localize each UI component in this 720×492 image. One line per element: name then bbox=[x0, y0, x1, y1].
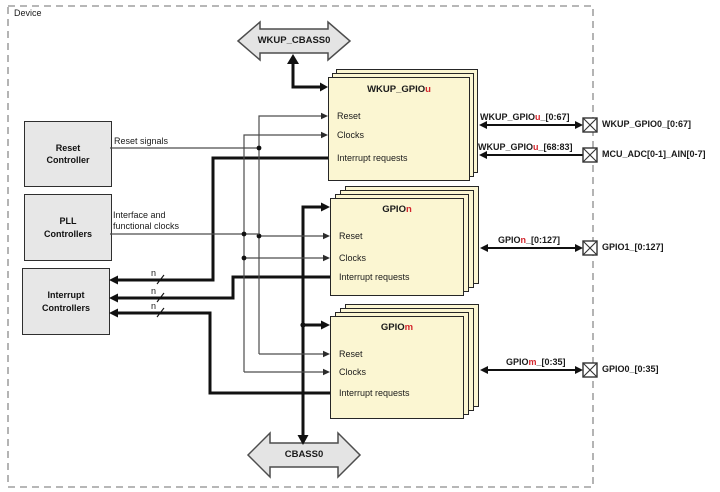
net-interrupt-requests bbox=[118, 156, 330, 395]
wkup-clocks-input-label: Clocks bbox=[337, 130, 365, 140]
bus-width-label: n bbox=[151, 286, 157, 296]
arrowhead-right-icon bbox=[321, 320, 330, 330]
pin-arrows bbox=[487, 124, 583, 371]
arrowhead-right-icon bbox=[575, 244, 583, 252]
reset-signals-label: Reset signals bbox=[114, 136, 169, 146]
junction-dot bbox=[241, 231, 247, 237]
arrowhead-right-icon bbox=[575, 121, 583, 129]
junction-dot bbox=[241, 255, 247, 261]
arrowhead-right-icon bbox=[575, 366, 583, 374]
arrowhead-right-icon bbox=[320, 82, 328, 92]
gpiom-io-signal-label: GPIOm_[0:35] bbox=[506, 357, 566, 367]
pin-label-gpio0: GPIO0_[0:35] bbox=[602, 364, 659, 374]
arrowhead-right-icon bbox=[321, 202, 330, 212]
arrowhead-right-icon bbox=[323, 368, 330, 376]
functional-clocks-label: Interface and functional clocks bbox=[113, 210, 180, 231]
arrowhead-left-icon bbox=[109, 308, 118, 318]
bus-width-label: n bbox=[151, 268, 157, 278]
gpiom-irq-output-label: Interrupt requests bbox=[339, 388, 410, 398]
device-label: Device bbox=[14, 8, 42, 18]
wkup-gpio-io-signal-label: WKUP_GPIOu_[0:67] bbox=[480, 112, 570, 122]
xbox-icon bbox=[582, 147, 598, 163]
gpiom-block: GPIOm Reset Clocks Interrupt requests bbox=[330, 316, 464, 419]
gpion-reset-input-label: Reset bbox=[339, 231, 363, 241]
arrowhead-right-icon bbox=[323, 254, 330, 262]
gpion-title: GPIOn bbox=[382, 204, 412, 215]
bus-width-label: n bbox=[151, 301, 157, 311]
arrowhead-right-icon bbox=[321, 131, 328, 139]
net-wkup-cbass0 bbox=[291, 62, 320, 89]
wkup-adc-signal-label: WKUP_GPIOu_[68:83] bbox=[478, 142, 573, 152]
net-cbass0 bbox=[301, 205, 321, 436]
arrowhead-left-icon bbox=[480, 366, 488, 374]
interrupt-controllers-box: Interrupt Controllers bbox=[22, 268, 110, 335]
arrowhead-left-icon bbox=[480, 244, 488, 252]
gpion-io-signal-label: GPIOn_[0:127] bbox=[498, 235, 561, 245]
arrowhead-right-icon bbox=[323, 232, 330, 240]
xbox-icon bbox=[582, 240, 598, 256]
xbox-icon bbox=[582, 117, 598, 133]
wkup-irq-output-label: Interrupt requests bbox=[337, 153, 408, 163]
pad-connector-icons bbox=[582, 117, 598, 378]
wkup-cbass0-bus-label: WKUP_CBASS0 bbox=[257, 35, 331, 46]
net-reset-signals bbox=[110, 115, 323, 355]
gpiom-reset-input-label: Reset bbox=[339, 349, 363, 359]
gpion-irq-output-label: Interrupt requests bbox=[339, 272, 410, 282]
junction-dot bbox=[256, 145, 262, 151]
pin-label-wkup-gpio0: WKUP_GPIO0_[0:67] bbox=[602, 119, 692, 129]
wkup-gpio-block: WKUP_GPIOu Reset Clocks Interrupt reques… bbox=[328, 77, 470, 181]
xbox-icon bbox=[582, 362, 598, 378]
gpion-block: GPIOn Reset Clocks Interrupt requests bbox=[330, 198, 464, 296]
arrowhead-left-icon bbox=[109, 293, 118, 303]
arrowhead-up-icon bbox=[287, 54, 299, 64]
pin-label-mcu-adc: MCU_ADC[0-1]_AIN[0-7] bbox=[602, 149, 706, 159]
bus-width-slashes bbox=[156, 274, 165, 318]
pin-label-gpio1: GPIO1_[0:127] bbox=[602, 242, 664, 252]
junction-dot bbox=[256, 233, 262, 239]
junction-dot bbox=[300, 322, 306, 328]
arrowhead-right-icon bbox=[323, 350, 330, 358]
gpiom-clocks-input-label: Clocks bbox=[339, 367, 367, 377]
arrowhead-down-icon bbox=[297, 435, 309, 445]
net-clocks bbox=[110, 134, 323, 373]
wkup-gpio-title: WKUP_GPIOu bbox=[367, 84, 431, 95]
reset-controller-box: Reset Controller bbox=[24, 121, 112, 187]
arrowhead-left-icon bbox=[109, 275, 118, 285]
arrowhead-right-icon bbox=[321, 112, 328, 120]
gpiom-title: GPIOm bbox=[380, 322, 414, 333]
pll-controllers-box: PLL Controllers bbox=[24, 194, 112, 261]
wkup-reset-input-label: Reset bbox=[337, 111, 361, 121]
cbass0-bus-label: CBASS0 bbox=[284, 449, 324, 460]
gpion-clocks-input-label: Clocks bbox=[339, 253, 367, 263]
